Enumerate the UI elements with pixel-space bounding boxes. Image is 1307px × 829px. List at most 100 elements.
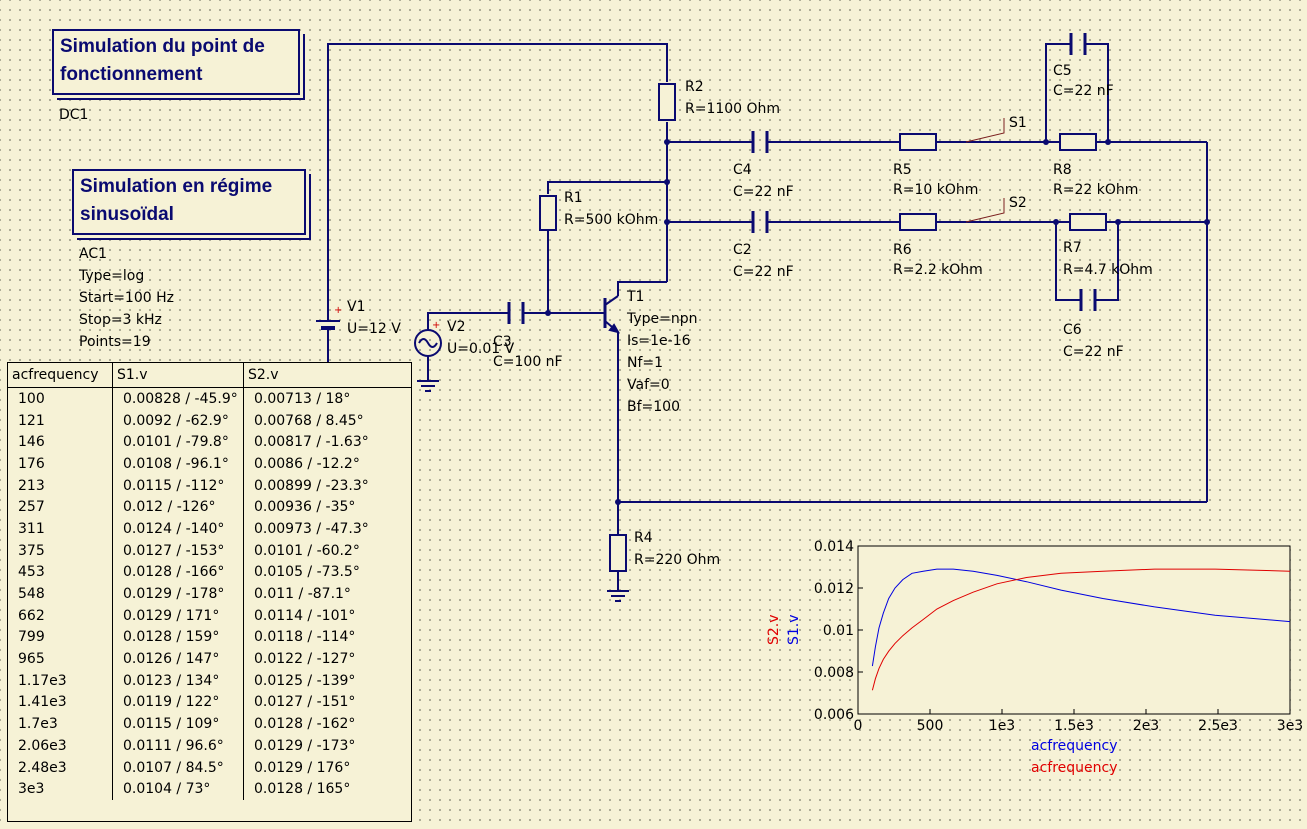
r2-name: R2 [685,79,704,95]
table-cell: 0.0128 / -166° [112,561,244,584]
r4-name: R4 [634,530,653,546]
table-cell: 0.0126 / 147° [112,648,244,670]
y-tick-label: 0.01 [823,623,854,639]
c4-name: C4 [733,162,752,178]
table-cell: 0.0129 / 176° [254,759,351,776]
c2-capacitor-symbol[interactable] [751,211,769,233]
table-cell: 2.48e3 [8,756,113,779]
r2-resistor-symbol[interactable] [658,83,676,121]
table-cell: 0.0104 / 73° [112,778,244,801]
table-cell: 0.0108 / -96.1° [112,453,244,475]
table-cell: 0.0118 / -114° [254,629,356,646]
svg-text:+: + [334,305,342,316]
table-cell: 0.0125 / -139° [254,672,356,689]
plot-xlabel-blue: acfrequency [1031,738,1118,754]
table-cell: 0.0124 / -140° [112,518,244,540]
v2-value: U=0.01 V [447,341,515,357]
table-cell: 375 [8,539,113,562]
c5-capacitor-symbol[interactable] [1069,33,1087,55]
r5-name: R5 [893,162,912,178]
table-cell: 0.00828 / -45.9° [112,387,244,410]
r5-resistor-symbol[interactable] [899,133,937,151]
capacitors [507,33,1097,324]
v1-dc-source-symbol[interactable] [316,300,340,336]
t1-npn-transistor-symbol[interactable] [603,295,621,334]
table-cell: 548 [8,583,113,605]
table-cell: 0.00713 / 18° [254,390,351,407]
t1-nf: Nf=1 [627,355,664,371]
y-tick-label: 0.008 [814,665,854,681]
y-tick-label: 0.012 [814,581,854,597]
x-tick-label: 2.5e3 [1198,718,1238,734]
c6-name: C6 [1063,322,1082,338]
c6-capacitor-symbol[interactable] [1079,289,1097,311]
plot-series [871,568,1291,691]
r5-value: R=10 kOhm [893,182,979,198]
table-cell: 0.0129 / -178° [112,583,244,605]
dc-simulation-title: Simulation du point de fonctionnement [60,36,265,85]
x-tick-label: 500 [917,718,944,734]
table-cell: 0.0128 / 159° [112,626,244,649]
table-cell: 1.17e3 [8,669,113,692]
table-cell: 0.0127 / -153° [112,539,244,562]
wires [327,43,1208,590]
svg-text:+: + [432,320,440,331]
ground-icon [417,380,439,392]
c3-capacitor-symbol[interactable] [507,302,525,324]
table-cell: 100 [8,387,113,410]
r6-value: R=2.2 kOhm [893,262,983,278]
ac-simulation-box[interactable]: Simulation en régime sinusoïdal [72,169,306,235]
table-cell: 0.0086 / -12.2° [254,455,360,472]
t1-bf: Bf=100 [627,399,680,415]
series-line-s1-v [871,568,1291,667]
ground-icon [607,590,629,602]
table-header-row: acfrequency S1.v S2.v [8,363,411,388]
r4-resistor-symbol[interactable] [609,534,627,572]
table-cell: 0.0119 / 122° [112,691,244,714]
table-cell: 799 [8,626,113,649]
table-cell: 0.011 / -87.1° [254,586,351,603]
r6-name: R6 [893,242,912,258]
table-cell: 0.00899 / -23.3° [254,477,369,494]
x-tick-label: 3e3 [1277,718,1303,734]
r7-value: R=4.7 kOhm [1063,262,1153,278]
table-header-s2: S2.v [243,363,411,388]
x-tick-label: 1e3 [989,718,1015,734]
table-cell: 0.0122 / -127° [254,651,356,668]
table-cell: 311 [8,518,113,540]
ac-simulation-title: Simulation en régime sinusoïdal [80,176,273,225]
v2-ac-source-symbol[interactable] [414,329,442,357]
c4-capacitor-symbol[interactable] [751,131,769,153]
s2-label: S2 [1009,195,1027,211]
table-header-s1: S1.v [112,363,244,388]
r1-resistor-symbol[interactable] [539,195,557,231]
table-cell: 0.012 / -126° [112,496,244,519]
r8-resistor-symbol[interactable] [1059,133,1097,151]
r6-resistor-symbol[interactable] [899,213,937,231]
v1-name: V1 [347,299,366,315]
r4-value: R=220 Ohm [634,552,721,568]
table-cell: 0.00936 / -35° [254,499,356,516]
v1-value: U=12 V [347,321,401,337]
r7-resistor-symbol[interactable] [1069,213,1107,231]
dc-simulation-box[interactable]: Simulation du point de fonctionnement [52,29,300,95]
plot-ylabel-s2: S2.v [766,614,782,645]
table-cell: 0.0114 / -101° [254,607,356,624]
t1-is: Is=1e-16 [627,333,691,349]
c6-value: C=22 nF [1063,344,1124,360]
v2-name: V2 [447,319,466,335]
